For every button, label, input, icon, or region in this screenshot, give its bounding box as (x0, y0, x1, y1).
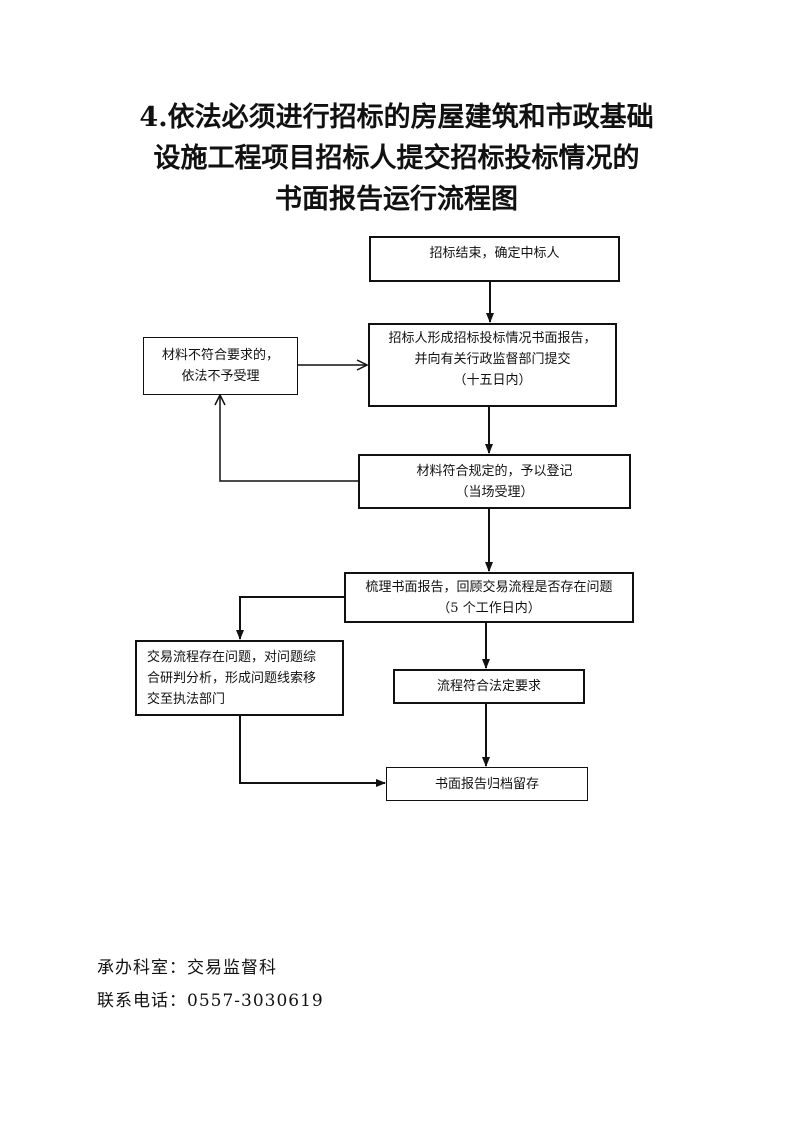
step-reject-line-2: 依法不予受理 (181, 369, 260, 384)
step-review-line-2: （5 个工作日内） (437, 600, 541, 616)
step-problem-line-2: 合研判分析，形成问题线索移 (147, 670, 317, 686)
arrow-review-to-problem (236, 596, 344, 640)
step-archive-text: 书面报告归档留存 (434, 776, 539, 792)
arrow-register-to-reject (220, 395, 358, 482)
step-problem-line-3: 交至执法部门 (147, 691, 226, 707)
arrow-problem-to-archive (239, 715, 386, 787)
step-report-line-1: 招标人形成招标投标情况书面报告， (388, 331, 597, 346)
step-review-line-1: 梳理书面报告，回顾交易流程是否存在问题 (365, 579, 613, 595)
footer-office: 承办科室：交易监督科 (97, 958, 277, 978)
step-register-line-2: （当场受理） (455, 484, 534, 500)
step-report: 招标人形成招标投标情况书面报告， 并向有关行政监督部门提交 （十五日内） (368, 323, 617, 407)
step-archive: 书面报告归档留存 (386, 767, 588, 801)
step-report-line-3: （十五日内） (453, 373, 532, 388)
step-start: 招标结束，确定中标人 (369, 236, 620, 282)
step-register-line-1: 材料符合规定的，予以登记 (416, 463, 573, 479)
step-register: 材料符合规定的，予以登记 （当场受理） (358, 454, 631, 509)
step-problem-line-1: 交易流程存在问题，对问题综 (147, 649, 317, 665)
step-start-text: 招标结束，确定中标人 (429, 246, 560, 261)
title-line-3: 书面报告运行流程图 (275, 184, 518, 215)
title-line-2: 设施工程项目招标人提交招标投标情况的 (153, 143, 640, 174)
title-line-1: 4.依法必须进行招标的房屋建筑和市政基础 (139, 102, 654, 133)
footer-phone: 联系电话：0557-3030619 (97, 991, 324, 1011)
step-reject: 材料不符合要求的， 依法不予受理 (143, 337, 298, 395)
step-compliant-text: 流程符合法定要求 (436, 679, 541, 694)
step-review: 梳理书面报告，回顾交易流程是否存在问题 （5 个工作日内） (344, 572, 634, 623)
step-report-line-2: 并向有关行政监督部门提交 (414, 352, 571, 367)
step-reject-line-1: 材料不符合要求的， (161, 348, 279, 363)
step-compliant: 流程符合法定要求 (393, 669, 585, 704)
step-problem: 交易流程存在问题，对问题综 合研判分析，形成问题线索移 交至执法部门 (135, 640, 344, 716)
